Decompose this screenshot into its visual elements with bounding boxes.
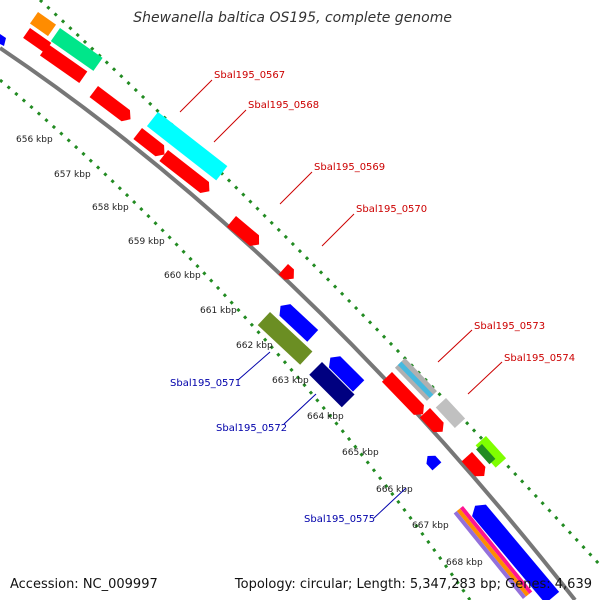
gene-feature-red[interactable]: [381, 372, 428, 419]
gene-feature-blue[interactable]: [0, 34, 6, 46]
gene-feature-red[interactable]: [419, 408, 448, 437]
gene-feature-red[interactable]: [39, 44, 88, 83]
gene-feature-red[interactable]: [227, 216, 264, 250]
gene-feature-lime[interactable]: [475, 436, 507, 468]
outer-dotted-track: [38, 0, 600, 567]
callout-line: [213, 109, 247, 143]
gene-feature-blue[interactable]: [423, 452, 442, 471]
tick-label: 663 kbp: [272, 376, 309, 386]
callout-line: [437, 329, 473, 363]
gene-label[interactable]: Sbal195_0569: [314, 162, 385, 173]
gene-label[interactable]: Sbal195_0568: [248, 100, 319, 111]
gene-feature-olive[interactable]: [257, 312, 313, 365]
gene-feature-blue[interactable]: [325, 352, 365, 392]
genome-backbone: [0, 46, 577, 600]
tick-label: 658 kbp: [92, 203, 129, 213]
tick-label: 668 kbp: [446, 558, 483, 568]
gene-feature-orange[interactable]: [29, 12, 57, 37]
callout-line: [237, 351, 271, 381]
tick-label: 662 kbp: [236, 341, 273, 351]
gene-feature-red[interactable]: [461, 452, 490, 481]
tick-label: 660 kbp: [164, 271, 201, 281]
callout-line: [467, 361, 503, 395]
gene-feature-red[interactable]: [278, 264, 299, 284]
tick-label: 665 kbp: [342, 448, 379, 458]
callout-line: [179, 79, 213, 113]
gene-feature-red[interactable]: [23, 28, 52, 53]
gene-label[interactable]: Sbal195_0567: [214, 70, 285, 81]
tick-label: 664 kbp: [307, 412, 344, 422]
gene-feature-green[interactable]: [50, 28, 103, 71]
tick-label: 666 kbp: [376, 485, 413, 495]
gene-feature-cyan-stripe: [397, 361, 434, 399]
gene-feature-purple[interactable]: [453, 511, 527, 600]
gene-label[interactable]: Sbal195_0571: [170, 378, 241, 389]
gene-label[interactable]: Sbal195_0575: [304, 514, 375, 525]
tick-label: 657 kbp: [54, 170, 91, 180]
callout-line: [373, 487, 407, 519]
gene-feature-orange[interactable]: [456, 508, 530, 597]
gene-feature-gray[interactable]: [435, 398, 466, 429]
genome-summary: Topology: circular; Length: 5,347,283 bp…: [234, 577, 592, 592]
map-title: Shewanella baltica OS195, complete genom…: [133, 10, 452, 26]
gene-feature-navy[interactable]: [309, 362, 355, 408]
gene-feature-cyan[interactable]: [146, 112, 228, 181]
callout-line: [279, 171, 313, 205]
inner-dotted-track: [0, 78, 472, 600]
gene-feature-pink[interactable]: [459, 506, 533, 595]
tick-label: 667 kbp: [412, 521, 449, 531]
gene-label[interactable]: Sbal195_0573: [474, 321, 545, 332]
callout-line: [283, 393, 317, 425]
tick-label: 661 kbp: [200, 306, 237, 316]
callout-line: [321, 213, 355, 247]
gene-feature-green[interactable]: [476, 444, 496, 465]
map-footer: Accession: NC_009997 Topology: circular;…: [0, 574, 600, 600]
gene-feature-red[interactable]: [133, 128, 168, 160]
gene-feature-blue[interactable]: [468, 500, 560, 600]
tick-label: 659 kbp: [128, 237, 165, 247]
gene-feature-blue[interactable]: [275, 300, 319, 342]
gene-feature-red[interactable]: [89, 86, 135, 125]
gene-label[interactable]: Sbal195_0574: [504, 353, 575, 364]
gene-feature-red[interactable]: [159, 150, 213, 197]
gene-label[interactable]: Sbal195_0570: [356, 204, 427, 215]
accession-label: Accession: NC_009997: [10, 577, 158, 592]
gene-label[interactable]: Sbal195_0572: [216, 423, 287, 434]
tick-label: 656 kbp: [16, 135, 53, 145]
